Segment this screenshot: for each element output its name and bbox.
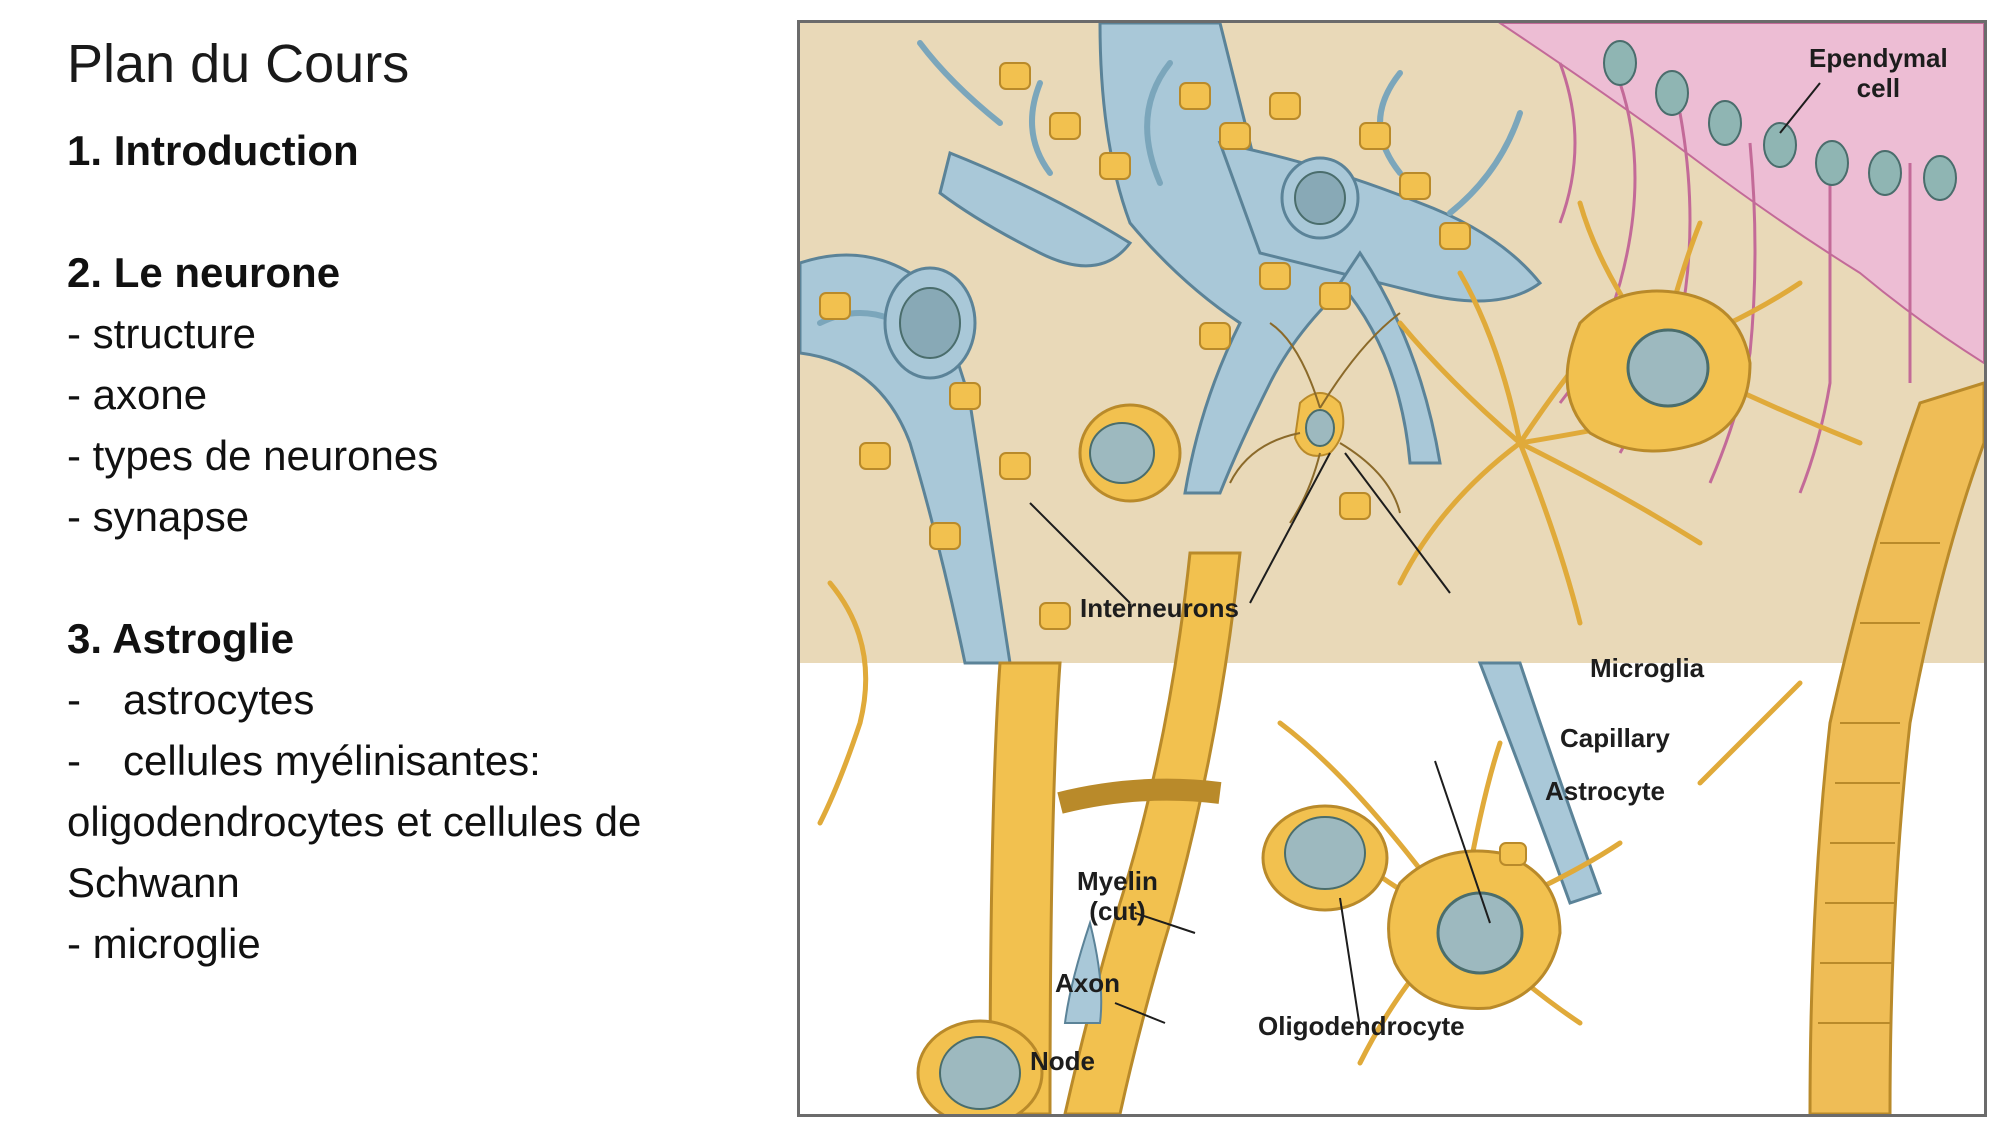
outline-item-text: astrocytes — [123, 676, 315, 723]
outline-gap — [67, 547, 787, 608]
outline-item: - types de neurones — [67, 432, 439, 479]
outline-column: Plan du Cours 1. Introduction 2. Le neuro… — [67, 28, 787, 974]
capillary — [1808, 381, 1984, 1114]
leader-lines — [1029, 82, 1821, 1029]
oligodendrocyte — [916, 804, 1389, 1114]
outline-item: oligodendrocytes et cellules de Schwann — [67, 798, 642, 906]
synaptic-boutons — [819, 62, 1527, 866]
astrocyte-lower — [1387, 849, 1562, 1010]
outline-dash: - — [67, 676, 81, 723]
outline-item: - structure — [67, 310, 257, 357]
outline-item: -astrocytes — [67, 669, 787, 730]
astrocyte-upper — [1565, 289, 1752, 453]
microglia — [1229, 312, 1401, 524]
ependymal-cells — [1498, 23, 1984, 494]
outline-item: - synapse — [67, 493, 250, 540]
label-interneurons: Interneurons — [1080, 593, 1239, 623]
outline-item-text: cellules myélinisantes: — [123, 737, 541, 784]
outline-dash: - — [67, 737, 81, 784]
outline-item: - microglie — [67, 920, 261, 967]
myelinated-axons — [988, 551, 1242, 1114]
label-microglia: Microglia — [1590, 653, 1705, 683]
slide-title: Plan du Cours — [67, 34, 410, 94]
neuron-nuclei — [883, 156, 1360, 503]
label-myelin-cut: Myelin(cut) — [1077, 866, 1158, 926]
outline-item: - axone — [67, 371, 208, 418]
label-axon: Axon — [1055, 968, 1120, 998]
outline-item: -cellules myélinisantes: — [67, 730, 787, 791]
label-astrocyte: Astrocyte — [1545, 776, 1665, 806]
course-outline: 1. Introduction 2. Le neurone - structure -… — [67, 120, 787, 974]
label-capillary: Capillary — [1560, 723, 1670, 753]
interneuron-bodies — [800, 23, 1602, 905]
outline-gap — [67, 181, 787, 242]
label-node: Node — [1030, 1046, 1095, 1076]
outline-section-heading: 3. Astroglie — [67, 615, 295, 662]
outline-section-heading: 2. Le neurone — [67, 249, 341, 296]
label-oligodendrocyte: Oligodendrocyte — [1258, 1011, 1465, 1041]
neural-tissue-drawing — [800, 23, 1984, 1114]
outline-section-heading: 1. Introduction — [67, 127, 359, 174]
